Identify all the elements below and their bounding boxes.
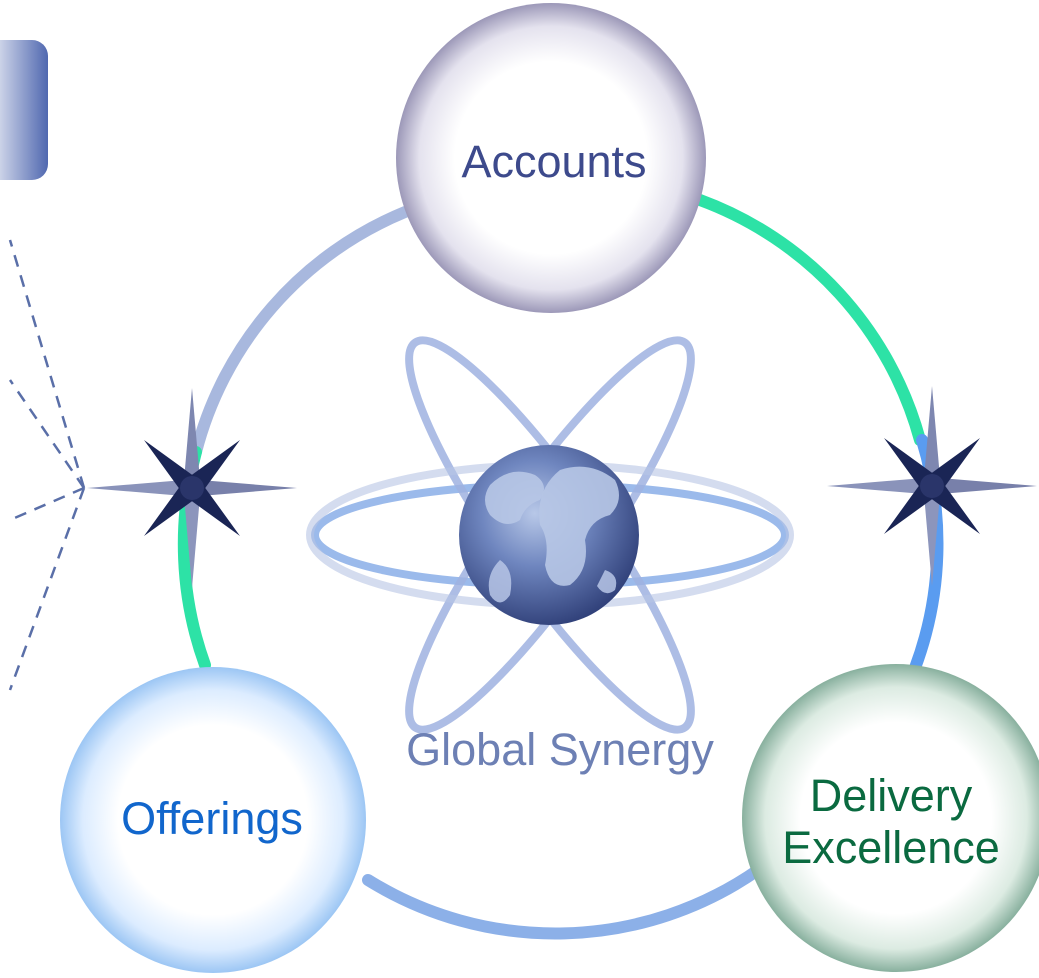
accounts-label: Accounts (461, 136, 647, 187)
offerings-node (60, 667, 366, 973)
dashed-connector (8, 239, 86, 691)
delivery-node (742, 664, 1039, 972)
corner-tab (0, 40, 48, 180)
delivery-label: Delivery Excellence (745, 770, 1037, 874)
delivery-label-line1: Delivery (809, 770, 973, 821)
compass-star-icon (827, 386, 1037, 586)
center-label: Global Synergy (406, 724, 714, 775)
cycle-ring (177, 194, 944, 940)
globe-icon (459, 445, 639, 625)
delivery-label-line2: Excellence (782, 821, 1000, 873)
offerings-label: Offerings (121, 793, 303, 844)
compass-star-icon (87, 388, 297, 588)
accounts-node (396, 3, 706, 313)
